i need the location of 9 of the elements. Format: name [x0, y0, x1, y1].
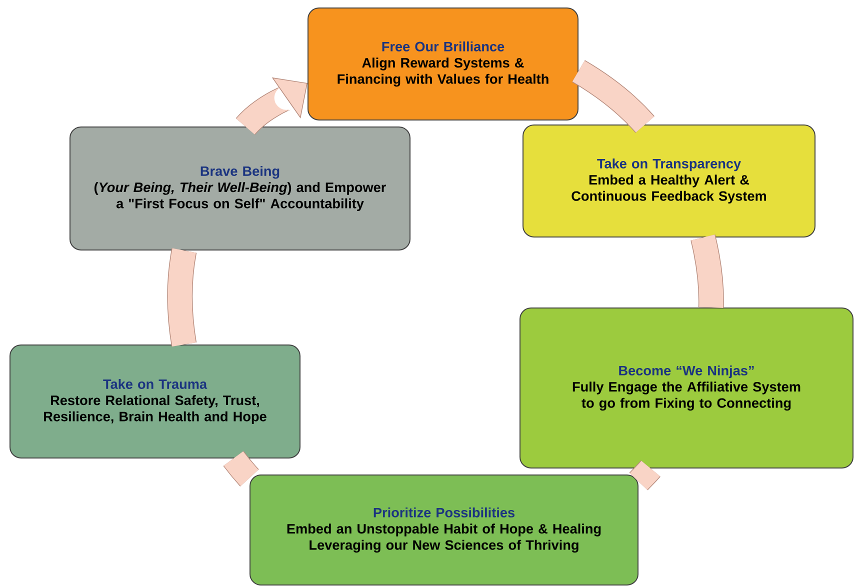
cycle-arrow — [223, 450, 259, 486]
step-box: Become “We Ninjas” Fully Engage the Affiliative System to go from Fixing to Connecting — [520, 308, 854, 468]
step-box: Prioritize Possibilities Embed an Unstoppable Habit of Hope & Healing Leveraging our New Sciences of Thriving — [250, 474, 638, 586]
cycle-arrow — [236, 77, 308, 136]
step-box: Brave Being (Your Being, Their Well-Being) and Empower a "First Focus on Self" Accountability — [70, 126, 410, 250]
cycle-arrow — [629, 460, 660, 490]
step-box: Take on Trauma Restore Relational Safety, Trust, Resilience, Brain Health and Hope — [10, 344, 300, 458]
step-box: Take on Transparency Embed a Healthy Alert & Continuous Feedback System — [522, 124, 816, 238]
step-box: Free Our Brilliance Align Reward Systems & Financing with Values for Health — [308, 8, 578, 120]
